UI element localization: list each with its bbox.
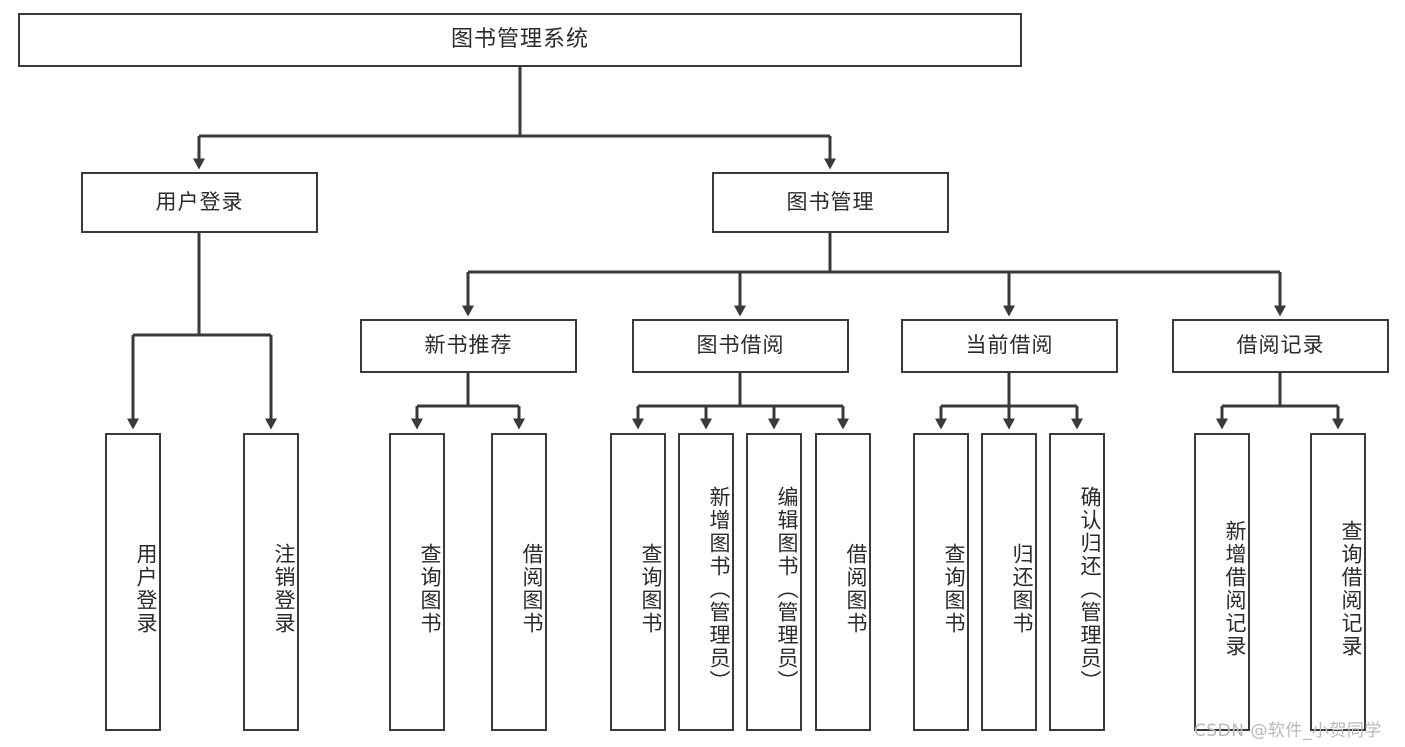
node-leaf-add-record[interactable]: 新增借阅记录 bbox=[1194, 433, 1250, 731]
node-leaf-user-login-label: 用户登录 bbox=[134, 543, 158, 635]
node-leaf-return-book[interactable]: 归还图书 bbox=[981, 433, 1037, 731]
node-book-management[interactable]: 图书管理 bbox=[712, 172, 949, 233]
node-new-book-recommend[interactable]: 新书推荐 bbox=[360, 319, 577, 373]
node-leaf-confirm-return-label: 确认归还（管理员） bbox=[1078, 485, 1102, 693]
node-leaf-confirm-return[interactable]: 确认归还（管理员） bbox=[1049, 433, 1105, 731]
node-leaf-user-logout-label: 注销登录 bbox=[272, 543, 296, 635]
node-leaf-add-book[interactable]: 新增图书（管理员） bbox=[678, 433, 734, 731]
node-root[interactable]: 图书管理系统 bbox=[18, 13, 1022, 67]
node-leaf-query-book-1-label: 查询图书 bbox=[418, 543, 442, 635]
node-leaf-borrow-book-1[interactable]: 借阅图书 bbox=[491, 433, 547, 731]
csdn-watermark: CSDN @软件_小贺同学 bbox=[1194, 721, 1382, 741]
node-leaf-borrow-book-2-label: 借阅图书 bbox=[844, 543, 868, 635]
node-leaf-query-book-3[interactable]: 查询图书 bbox=[913, 433, 969, 731]
node-new-book-recommend-label: 新书推荐 bbox=[424, 333, 513, 358]
node-leaf-query-book-2[interactable]: 查询图书 bbox=[610, 433, 666, 731]
node-current-borrow[interactable]: 当前借阅 bbox=[901, 319, 1118, 373]
node-leaf-query-book-3-label: 查询图书 bbox=[942, 543, 966, 635]
node-leaf-borrow-book-2[interactable]: 借阅图书 bbox=[815, 433, 871, 731]
node-leaf-user-logout[interactable]: 注销登录 bbox=[243, 433, 299, 731]
node-borrow-record[interactable]: 借阅记录 bbox=[1172, 319, 1389, 373]
node-leaf-query-record-label: 查询借阅记录 bbox=[1339, 520, 1363, 658]
node-user-login[interactable]: 用户登录 bbox=[81, 172, 318, 233]
node-borrow-record-label: 借阅记录 bbox=[1236, 333, 1325, 358]
node-book-management-label: 图书管理 bbox=[786, 189, 875, 214]
node-root-label: 图书管理系统 bbox=[450, 26, 589, 52]
node-leaf-user-login[interactable]: 用户登录 bbox=[105, 433, 161, 731]
node-leaf-edit-book[interactable]: 编辑图书（管理员） bbox=[746, 433, 802, 731]
node-leaf-query-book-1[interactable]: 查询图书 bbox=[389, 433, 445, 731]
node-leaf-query-record[interactable]: 查询借阅记录 bbox=[1310, 433, 1366, 731]
node-leaf-edit-book-label: 编辑图书（管理员） bbox=[775, 485, 799, 693]
node-leaf-add-record-label: 新增借阅记录 bbox=[1223, 520, 1247, 658]
node-leaf-borrow-book-1-label: 借阅图书 bbox=[520, 543, 544, 635]
node-leaf-add-book-label: 新增图书（管理员） bbox=[707, 485, 731, 693]
node-leaf-query-book-2-label: 查询图书 bbox=[639, 543, 663, 635]
node-user-login-label: 用户登录 bbox=[155, 189, 244, 214]
node-book-borrow-label: 图书借阅 bbox=[696, 333, 785, 358]
node-current-borrow-label: 当前借阅 bbox=[965, 333, 1054, 358]
node-book-borrow[interactable]: 图书借阅 bbox=[632, 319, 849, 373]
node-leaf-return-book-label: 归还图书 bbox=[1010, 543, 1034, 635]
